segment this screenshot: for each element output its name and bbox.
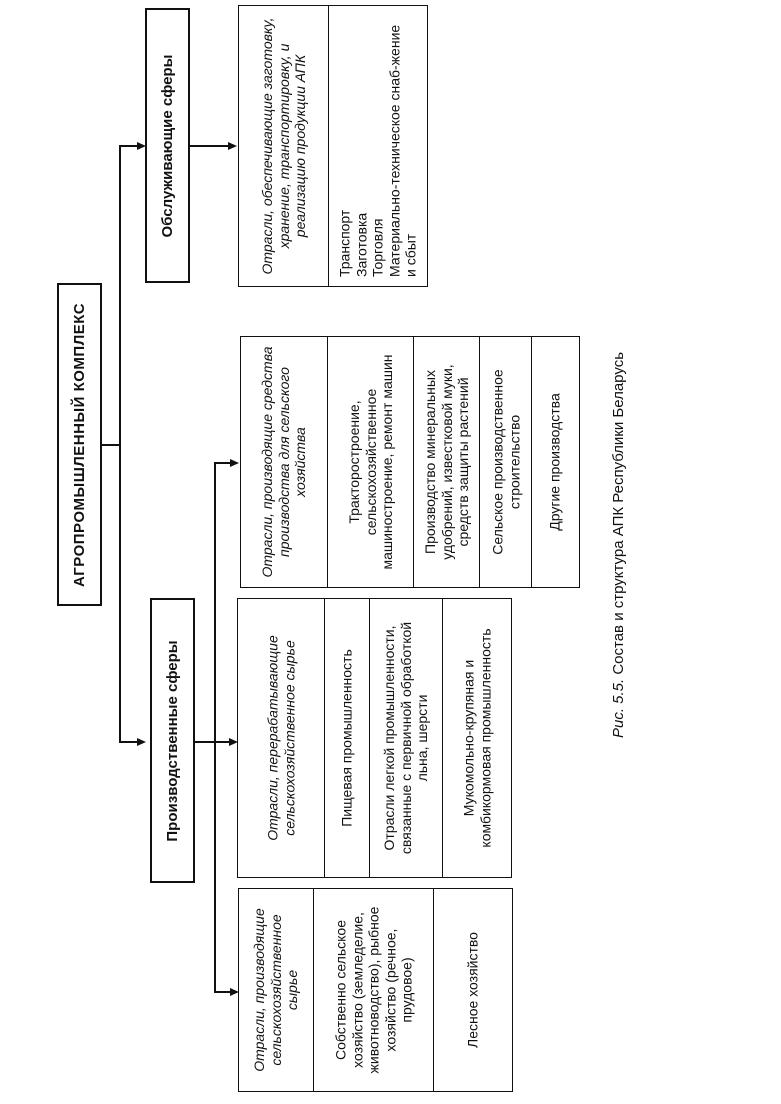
connector bbox=[119, 741, 137, 743]
connector bbox=[119, 145, 121, 743]
connector bbox=[214, 741, 229, 743]
service-item: Материально-техническое снаб-жение и сбы… bbox=[385, 24, 419, 277]
processing-item: Отрасли легкой промышленности, связанные… bbox=[381, 621, 431, 855]
service-item: Транспорт bbox=[336, 209, 353, 277]
arrow-head bbox=[228, 142, 237, 150]
figure-caption-text: Рис. 5.5. Состав и структура АПК Республ… bbox=[610, 295, 628, 795]
means-header: Отрасли, производящие средства производс… bbox=[259, 346, 309, 578]
service-header: Отрасли, обеспечивающие заготовку, хране… bbox=[258, 17, 308, 275]
production-sphere-box: Производственные сферы bbox=[150, 598, 195, 883]
root-box: АГРОПРОМЫШЛЕННЫЙ КОМПЛЕКС bbox=[57, 283, 102, 606]
means-item-cell: Тракторостроение, сельскохозяйственное м… bbox=[328, 337, 414, 587]
arrow-head bbox=[230, 988, 239, 996]
arrow-head bbox=[230, 459, 239, 467]
service-sphere-title: Обслуживающие сферы bbox=[158, 54, 176, 237]
connector bbox=[102, 444, 120, 446]
processing-item: Мукомольно-крупяная и комбикормовая пром… bbox=[459, 628, 493, 848]
service-item: Заготовка bbox=[352, 212, 369, 277]
connector bbox=[214, 462, 216, 992]
arrow-head bbox=[137, 738, 146, 746]
service-items-list: Транспорт Заготовка Торговля Материально… bbox=[336, 15, 419, 277]
means-item-cell: Другие производства bbox=[532, 337, 578, 587]
arrow-head bbox=[137, 142, 146, 150]
raw-materials-header: Отрасли, производящие сельскохозяйственн… bbox=[251, 908, 301, 1072]
processing-header-cell: Отрасли, перерабатывающие сельскохозяйст… bbox=[238, 599, 325, 877]
connector bbox=[214, 462, 230, 464]
processing-item-cell: Мукомольно-крупяная и комбикормовая пром… bbox=[443, 599, 510, 877]
processing-item-cell: Отрасли легкой промышленности, связанные… bbox=[370, 599, 443, 877]
raw-materials-item-cell: Собственно сельское хозяйство (земледели… bbox=[314, 889, 434, 1091]
means-item-cell: Производство минеральных удобрений, изве… bbox=[414, 337, 480, 587]
raw-materials-header-cell: Отрасли, производящие сельскохозяйственн… bbox=[239, 889, 314, 1091]
service-items-cell: Транспорт Заготовка Торговля Материально… bbox=[329, 6, 426, 286]
figure-caption: Рис. 5.5. Состав и структура АПК Республ… bbox=[602, 290, 636, 800]
raw-materials-item: Собственно сельское хозяйство (земледели… bbox=[332, 906, 415, 1074]
service-item: Торговля bbox=[369, 218, 386, 277]
raw-materials-table: Отрасли, производящие сельскохозяйственн… bbox=[238, 888, 513, 1092]
raw-materials-item: Лесное хозяйство bbox=[464, 932, 481, 1048]
service-sphere-box: Обслуживающие сферы bbox=[145, 8, 190, 283]
processing-header: Отрасли, перерабатывающие сельскохозяйст… bbox=[264, 635, 297, 841]
processing-item-cell: Пищевая промышленность bbox=[325, 599, 370, 877]
means-item: Сельское производственное строительство bbox=[488, 369, 522, 555]
service-table: Отрасли, обеспечивающие заготовку, хране… bbox=[238, 5, 428, 287]
figure-caption-label: Рис. 5.5. bbox=[610, 678, 628, 739]
connector bbox=[119, 145, 137, 147]
connector bbox=[195, 741, 215, 743]
means-header-cell: Отрасли, производящие средства производс… bbox=[241, 337, 328, 587]
figure-caption-title: Состав и структура АПК Республики Белару… bbox=[610, 351, 628, 675]
means-item-cell: Сельское производственное строительство bbox=[480, 337, 532, 587]
production-sphere-title: Производственные сферы bbox=[163, 639, 181, 842]
service-header-cell: Отрасли, обеспечивающие заготовку, хране… bbox=[239, 6, 329, 286]
means-item: Другие производства bbox=[546, 393, 563, 531]
means-of-production-table: Отрасли, производящие средства производс… bbox=[240, 336, 580, 588]
connector bbox=[190, 145, 228, 147]
processing-item: Пищевая промышленность bbox=[338, 649, 355, 827]
raw-materials-item-cell: Лесное хозяйство bbox=[434, 889, 511, 1091]
arrow-head bbox=[229, 738, 238, 746]
connector bbox=[214, 991, 230, 993]
processing-table: Отрасли, перерабатывающие сельскохозяйст… bbox=[237, 598, 512, 878]
means-item: Тракторостроение, сельскохозяйственное м… bbox=[345, 354, 395, 570]
root-title: АГРОПРОМЫШЛЕННЫЙ КОМПЛЕКС bbox=[70, 302, 88, 587]
means-item: Производство минеральных удобрений, изве… bbox=[421, 364, 471, 560]
